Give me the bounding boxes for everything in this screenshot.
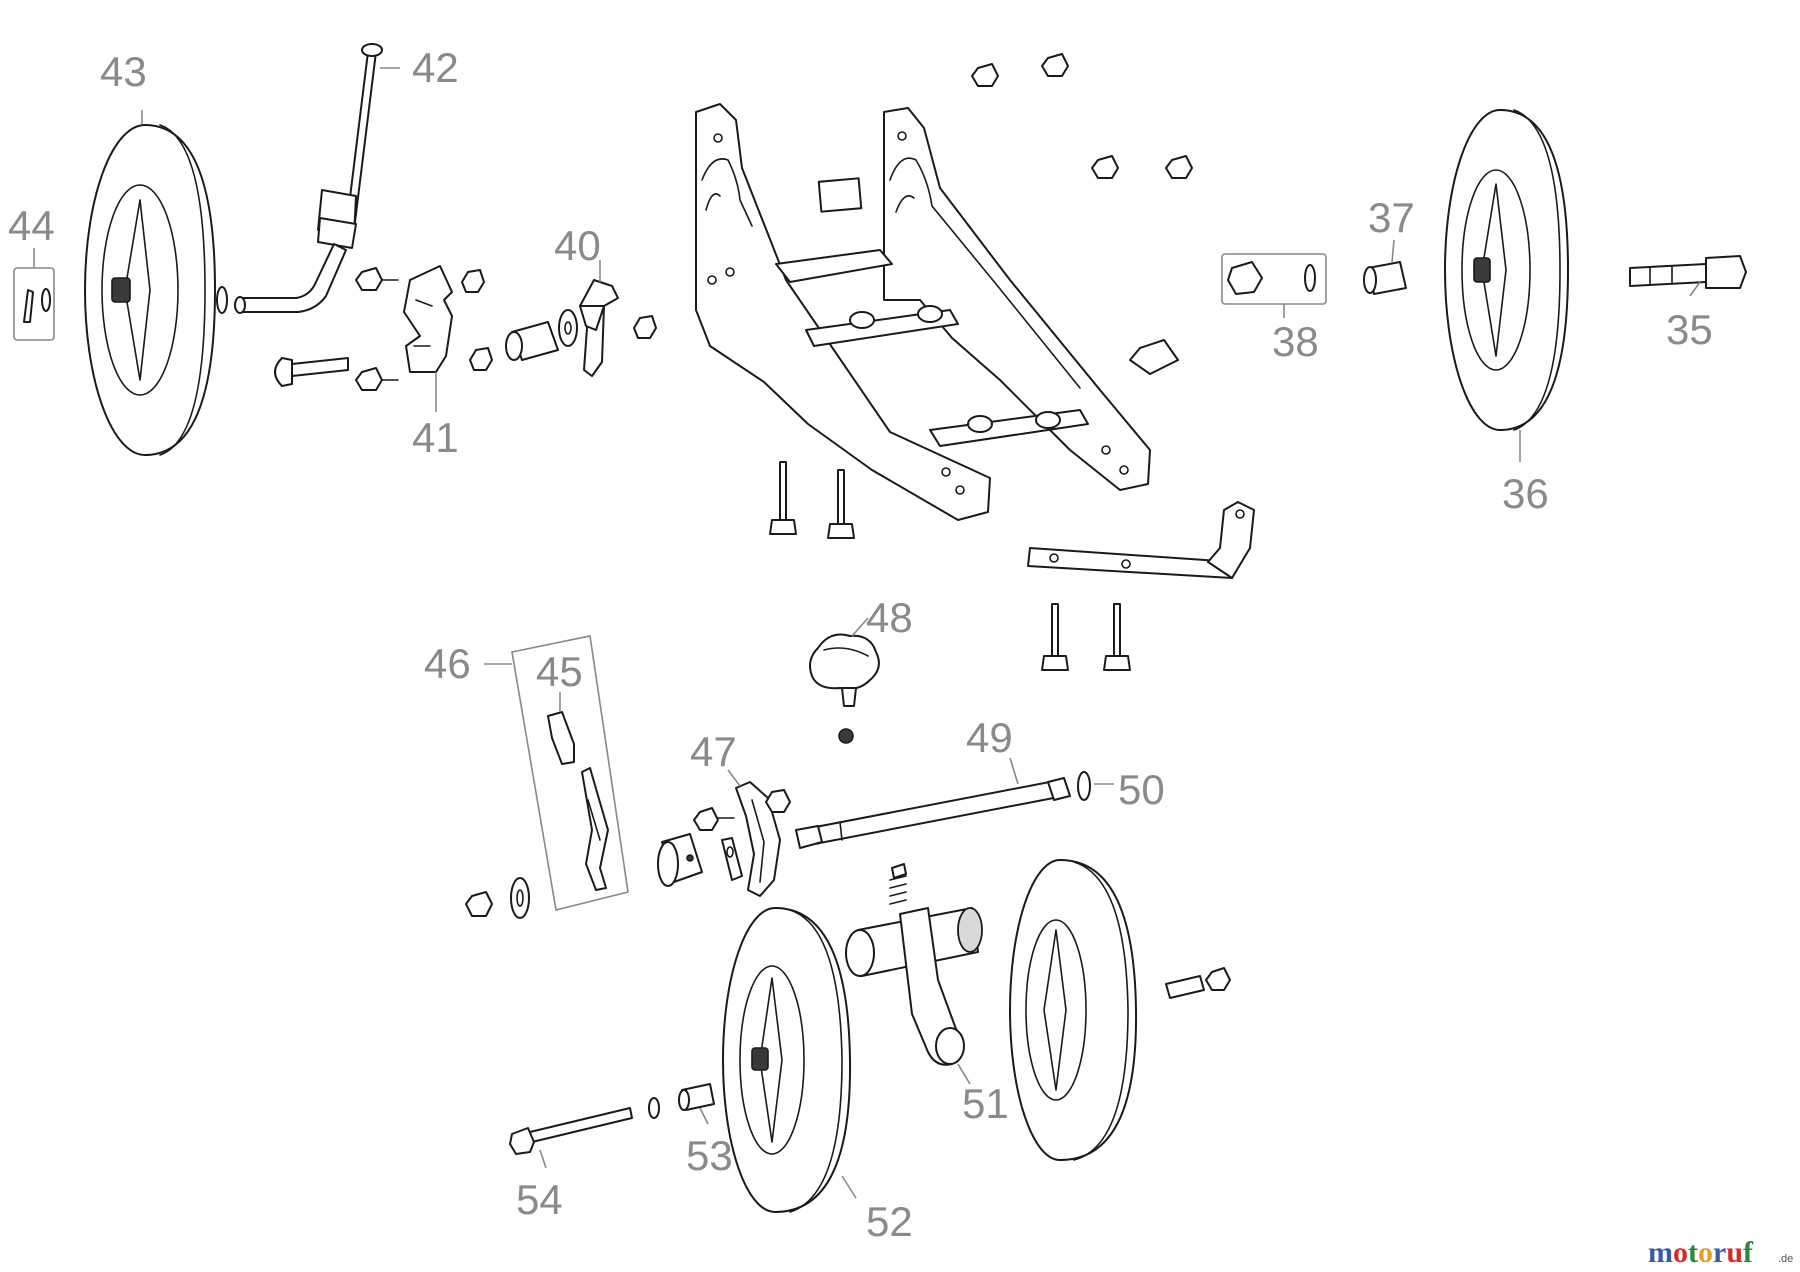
watermark-letter-4: r (1713, 1236, 1726, 1269)
watermark-letter-5: u (1726, 1236, 1743, 1269)
angle-bracket (1027, 501, 1255, 579)
part-label-52: 52 (866, 1198, 913, 1245)
watermark-letter-2: t (1688, 1236, 1698, 1269)
watermark-letter-0: m (1648, 1236, 1673, 1269)
lever-group-46 (484, 635, 629, 911)
part-label-44: 44 (8, 202, 55, 249)
part-label-37: 37 (1368, 194, 1415, 241)
spacer-53 (648, 1083, 715, 1125)
part-label-40: 40 (554, 222, 601, 269)
part-label-53: 53 (686, 1132, 733, 1179)
wheel-52 (722, 907, 857, 1213)
watermark-suffix: .de (1778, 1253, 1793, 1265)
watermark-letter-6: f (1743, 1236, 1754, 1269)
front-wheel-right (1009, 859, 1138, 1161)
long-bolt-54 (509, 1107, 633, 1169)
watermark-letter-1: o (1673, 1236, 1688, 1269)
part-label-42: 42 (412, 44, 459, 91)
lever-40 (505, 260, 657, 377)
watermark-letter-3: o (1698, 1236, 1713, 1269)
part-label-36: 36 (1502, 470, 1549, 517)
part-label-41: 41 (412, 414, 459, 461)
bracket-41 (274, 265, 493, 412)
part-label-47: 47 (690, 728, 737, 775)
pivot-block (657, 833, 703, 887)
part-label-48: 48 (866, 594, 913, 641)
pin-nut-right (1165, 967, 1231, 999)
axle-bolt-35 (1629, 255, 1747, 289)
main-frame (695, 103, 1179, 521)
clip-50 (1077, 771, 1091, 801)
spacer-37-end (1363, 266, 1377, 294)
ratchet-plate-47 (693, 769, 791, 897)
part-label-51: 51 (962, 1080, 1009, 1127)
frame-nuts (971, 53, 1193, 179)
front-bracket-51 (845, 863, 983, 1085)
wheel-43 (84, 124, 216, 456)
part-label-35: 35 (1666, 306, 1713, 353)
clip-group-44 (13, 267, 55, 341)
leader-37 (1391, 239, 1395, 263)
nut-washer-group-38 (1221, 253, 1327, 318)
wheel-36 (1444, 109, 1569, 462)
frame-bolts (769, 461, 1131, 671)
washer-43 (216, 286, 228, 314)
part-label-45: 45 (536, 648, 583, 695)
svg-text:motoruf: motoruf (1648, 1236, 1754, 1269)
part-label-49: 49 (966, 714, 1013, 761)
handle-axle-42 (234, 43, 383, 314)
part-label-46: 46 (424, 640, 471, 687)
part-label-38: 38 (1272, 318, 1319, 365)
leader-48 (851, 617, 869, 637)
part-label-50: 50 (1118, 766, 1165, 813)
part-label-54: 54 (516, 1176, 563, 1223)
motoruf-watermark-logo: motoruf .de (1648, 1236, 1793, 1269)
nut-washer-left (465, 877, 530, 919)
knob-48 (809, 633, 880, 744)
leader-35 (1689, 281, 1701, 297)
part-label-43: 43 (100, 48, 147, 95)
axle-shaft-49 (795, 757, 1071, 849)
